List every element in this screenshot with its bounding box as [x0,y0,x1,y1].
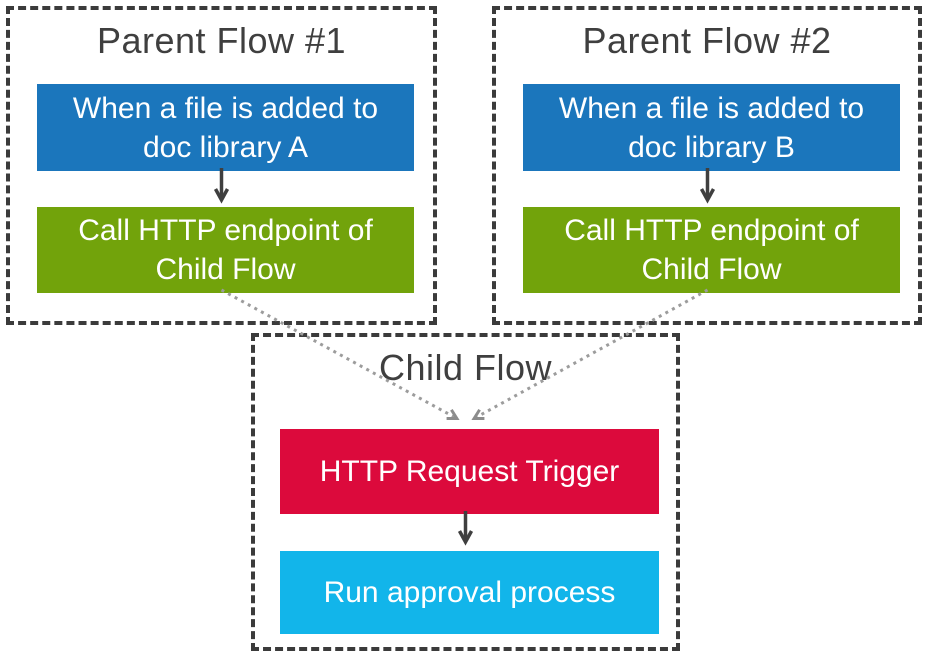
group-child-flow: Child Flow HTTP Request Trigger Run appr… [251,333,680,651]
node-label: When a file is added to doc library B [558,91,865,164]
group-parent-flow-1: Parent Flow #1 When a file is added to d… [6,6,437,325]
node-run-approval-process: Run approval process [280,551,659,634]
node-when-file-added-doc-library-a: When a file is added to doc library A [37,84,414,171]
group-parent-flow-2: Parent Flow #2 When a file is added to d… [492,6,922,325]
node-call-http-endpoint-2: Call HTTP endpoint of Child Flow [523,207,900,293]
node-label: When a file is added to doc library A [72,91,379,164]
node-label: Call HTTP endpoint of Child Flow [564,214,859,286]
node-label: Call HTTP endpoint of Child Flow [78,214,373,286]
group-title-parent-flow-1: Parent Flow #1 [96,20,347,61]
node-when-file-added-doc-library-b: When a file is added to doc library B [523,84,900,171]
node-call-http-endpoint-1: Call HTTP endpoint of Child Flow [37,207,414,293]
node-label: HTTP Request Trigger [319,455,620,488]
node-label: Run approval process [323,576,616,609]
group-title-child-flow: Child Flow [378,347,553,388]
group-title-parent-flow-2: Parent Flow #2 [582,20,832,61]
node-http-request-trigger: HTTP Request Trigger [280,429,659,514]
